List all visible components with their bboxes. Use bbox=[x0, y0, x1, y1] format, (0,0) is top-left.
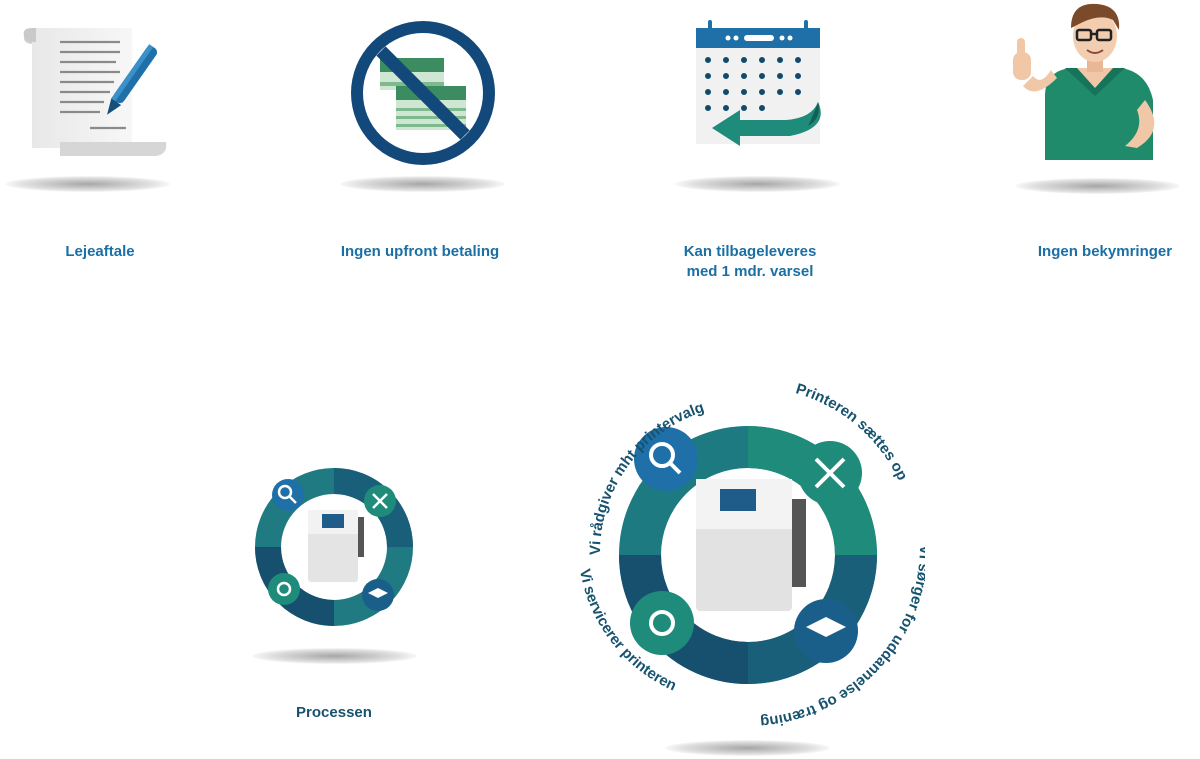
feature-label-lejeaftale: Lejeaftale bbox=[65, 243, 135, 260]
contract-icon bbox=[20, 22, 170, 162]
process-small-diagram bbox=[252, 465, 417, 630]
calendar-shadow bbox=[675, 176, 840, 192]
feature-label-ingen-upfront: Ingen upfront betaling bbox=[340, 243, 500, 260]
no-money-icon bbox=[348, 20, 498, 170]
process-small-shadow bbox=[252, 648, 417, 664]
contract-shadow bbox=[5, 176, 170, 192]
feature-label-tilbagelevering: Kan tilbageleveres med 1 mdr. varsel bbox=[630, 242, 870, 282]
process-large-diagram: Vi rådgiver mht printervalg Printeren sæ… bbox=[570, 375, 925, 735]
process-large-shadow bbox=[665, 740, 830, 756]
thumbs-up-man-icon bbox=[1005, 0, 1165, 165]
no-money-shadow bbox=[340, 176, 505, 192]
process-label: Processen bbox=[296, 704, 372, 721]
calendar-return-icon bbox=[690, 18, 830, 163]
feature-label-line1: Kan tilbageleveres bbox=[683, 243, 817, 260]
man-shadow bbox=[1015, 178, 1180, 194]
feature-label-line2: med 1 mdr. varsel bbox=[686, 263, 814, 280]
feature-label-bekymringer: Ingen bekymringer bbox=[1037, 243, 1173, 260]
